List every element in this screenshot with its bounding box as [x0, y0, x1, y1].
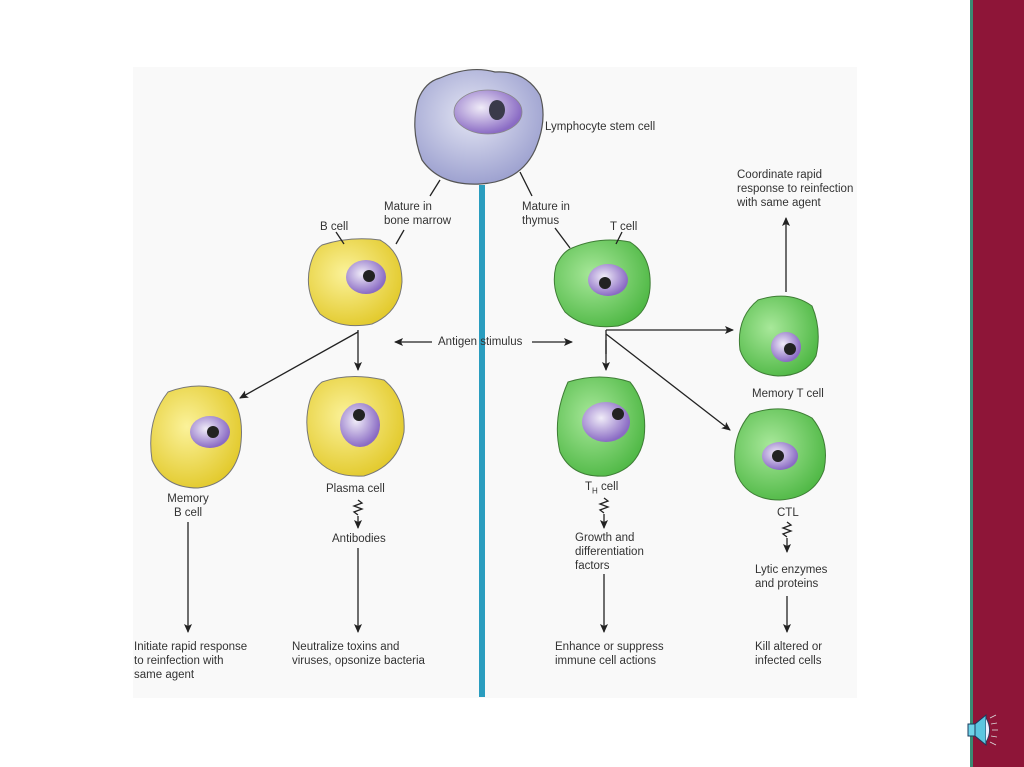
- label-antigen-stimulus: Antigen stimulus: [438, 336, 523, 348]
- t-to-ctl-arrow: [605, 333, 731, 431]
- label-coordinate-rapid: Coordinate rapid response to reinfection…: [737, 169, 854, 209]
- bone-marrow-to-b-cell-line: [395, 229, 405, 245]
- b-to-memory-b-arrow: [239, 331, 359, 399]
- ctl-cell: [734, 408, 826, 501]
- th-sub: H: [592, 486, 598, 496]
- label-b-cell: B cell: [320, 221, 349, 233]
- t-cell-label-line: [615, 231, 623, 245]
- slide-sidebar: [973, 0, 1024, 767]
- label-kill-altered: Kill altered or infected cells: [755, 641, 823, 667]
- b-cell-label-line: [335, 231, 345, 245]
- plasma-squiggle: [352, 499, 364, 516]
- label-growth-factors: Growth and differentiation factors: [575, 532, 644, 572]
- th-squiggle: [598, 497, 610, 514]
- t-cell: [553, 239, 651, 328]
- label-th-cell: TH cell: [585, 480, 618, 498]
- label-mature-bone-marrow: Mature in bone marrow: [384, 201, 452, 227]
- stem-to-bone-marrow-line: [429, 179, 441, 197]
- th-main: T: [585, 481, 593, 493]
- sidebar-edge: [970, 0, 973, 767]
- stem-cell: [414, 68, 544, 185]
- label-mature-thymus: Mature in thymus: [522, 201, 570, 227]
- label-ctl: CTL: [777, 507, 799, 519]
- label-initiate-rapid: Initiate rapid response to reinfection w…: [134, 641, 248, 681]
- label-plasma-cell: Plasma cell: [326, 483, 385, 495]
- label-memory-b-cell: Memory B cell: [167, 493, 209, 519]
- label-stem-cell: Lymphocyte stem cell: [545, 121, 656, 133]
- label-antibodies: Antibodies: [332, 533, 386, 545]
- speaker-icon[interactable]: [966, 710, 1000, 750]
- label-enhance-suppress: Enhance or suppress immune cell actions: [555, 641, 664, 667]
- label-neutralize: Neutralize toxins and viruses, opsonize …: [292, 641, 425, 667]
- th-suffix: cell: [597, 481, 619, 493]
- memory-b-cell: [150, 385, 242, 489]
- stem-to-thymus-line: [519, 171, 533, 197]
- ctl-squiggle: [781, 521, 793, 538]
- memory-t-cell: [738, 295, 819, 377]
- divider-line: [479, 185, 485, 697]
- plasma-cell: [306, 376, 405, 477]
- label-memory-t-cell: Memory T cell: [752, 388, 824, 400]
- label-lytic-enzymes: Lytic enzymes and proteins: [755, 564, 828, 590]
- thymus-to-t-cell-line: [554, 227, 571, 249]
- th-cell: [556, 376, 646, 477]
- label-t-cell: T cell: [610, 221, 638, 233]
- b-cell: [307, 238, 403, 327]
